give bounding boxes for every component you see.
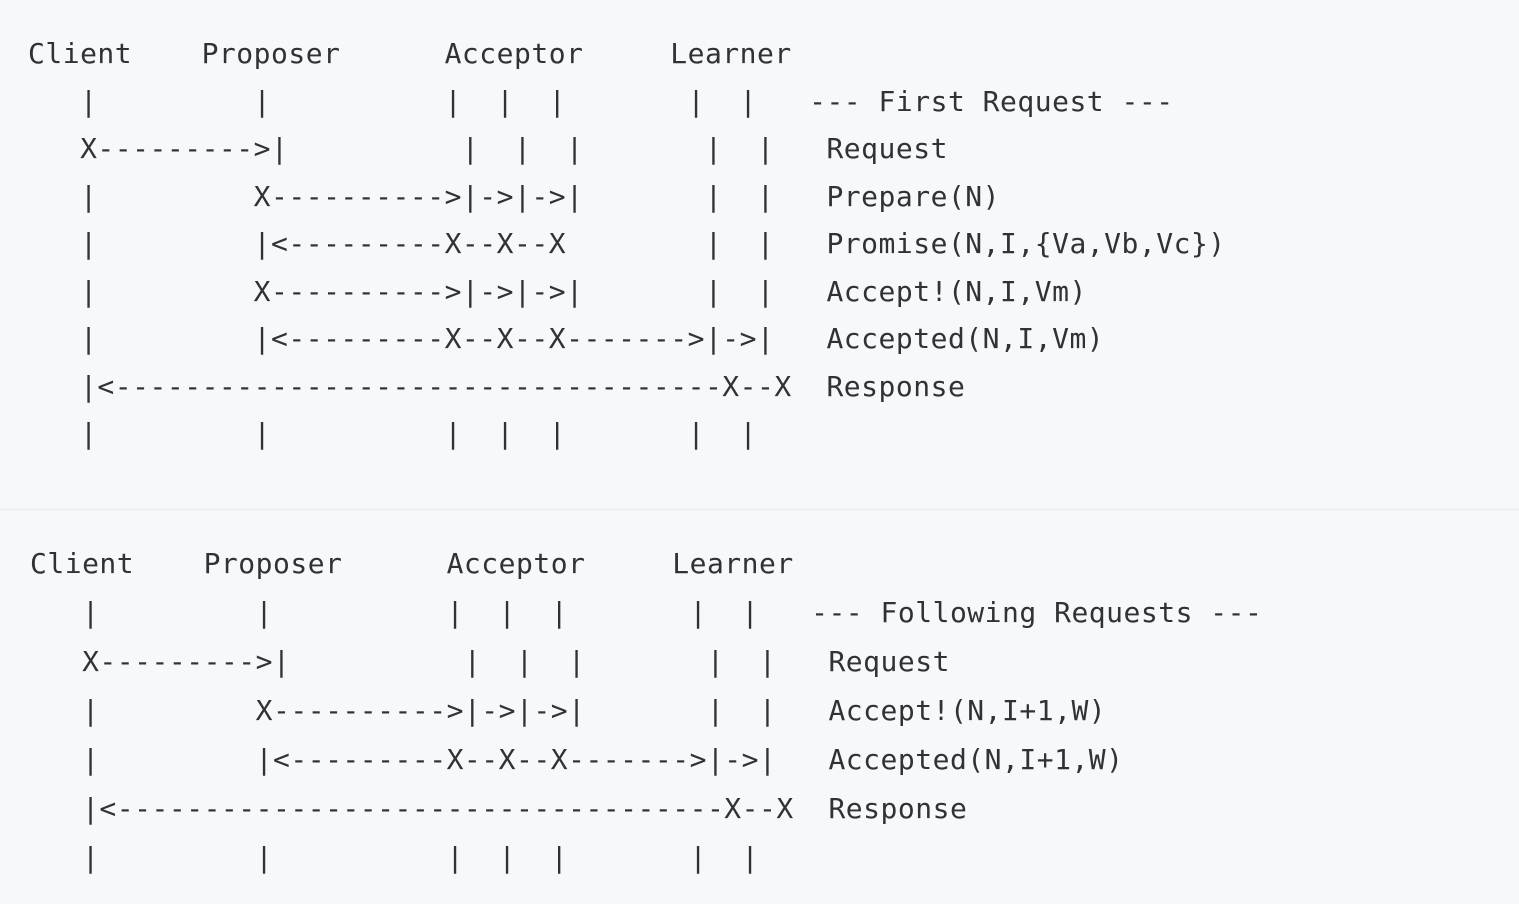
first-request-panel: Client Proposer Acceptor Learner | | | |… [28,37,1226,450]
following-requests-panel: Client Proposer Acceptor Learner | | | |… [0,508,1519,904]
following-requests-ascii-art: Client Proposer Acceptor Learner | | | |… [30,547,1263,874]
first-request-ascii-art: Client Proposer Acceptor Learner | | | |… [28,37,1226,450]
